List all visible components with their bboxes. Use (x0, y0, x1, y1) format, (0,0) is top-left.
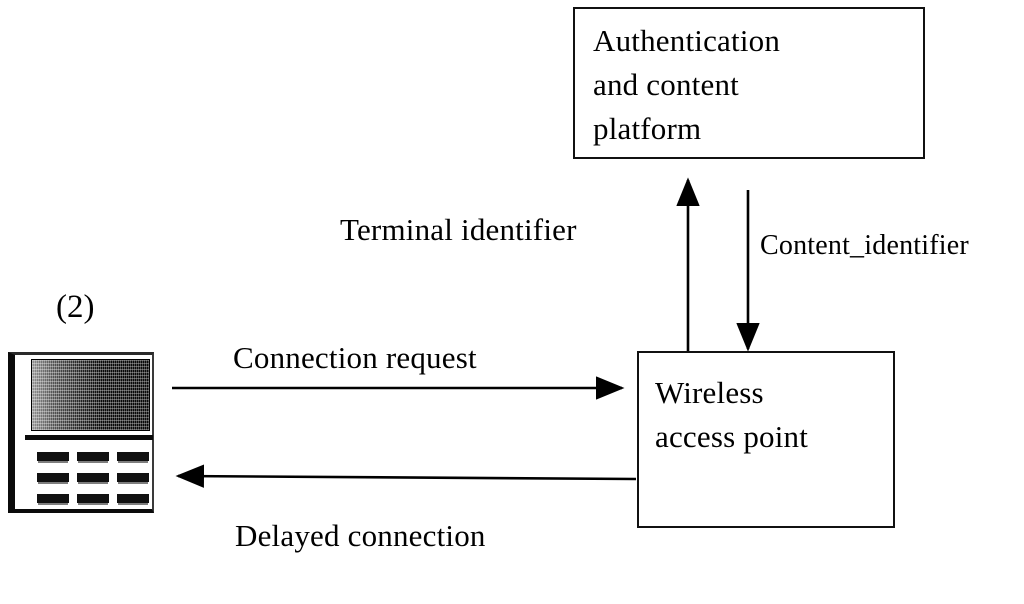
device-key (77, 493, 109, 503)
device-divider (25, 435, 153, 440)
device-key (117, 493, 149, 503)
device-keypad (37, 448, 149, 506)
device-key (37, 472, 69, 482)
device-key (77, 472, 109, 482)
edge-label-delayed-connection: Delayed connection (235, 518, 486, 553)
arrow-delayed-connection (175, 464, 637, 488)
node-wireless-access-point-label: Wireless access point (655, 375, 809, 454)
node-wireless-access-point: Wireless access point (637, 351, 895, 528)
device-key (37, 493, 69, 503)
device-screen (31, 359, 150, 431)
node-authentication-content-platform-label: Authentication and content platform (593, 23, 781, 146)
device-key (117, 451, 149, 461)
figure-reference-label: (2) (56, 289, 95, 325)
mobile-terminal-icon (8, 352, 154, 513)
edge-label-terminal-identifier: Terminal identifier (340, 212, 577, 247)
node-authentication-content-platform: Authentication and content platform (573, 7, 925, 159)
edge-label-connection-request: Connection request (233, 340, 477, 375)
device-key (37, 451, 69, 461)
device-key (77, 451, 109, 461)
edge-label-content-identifier: Content_identifier (760, 230, 969, 261)
device-key (117, 472, 149, 482)
